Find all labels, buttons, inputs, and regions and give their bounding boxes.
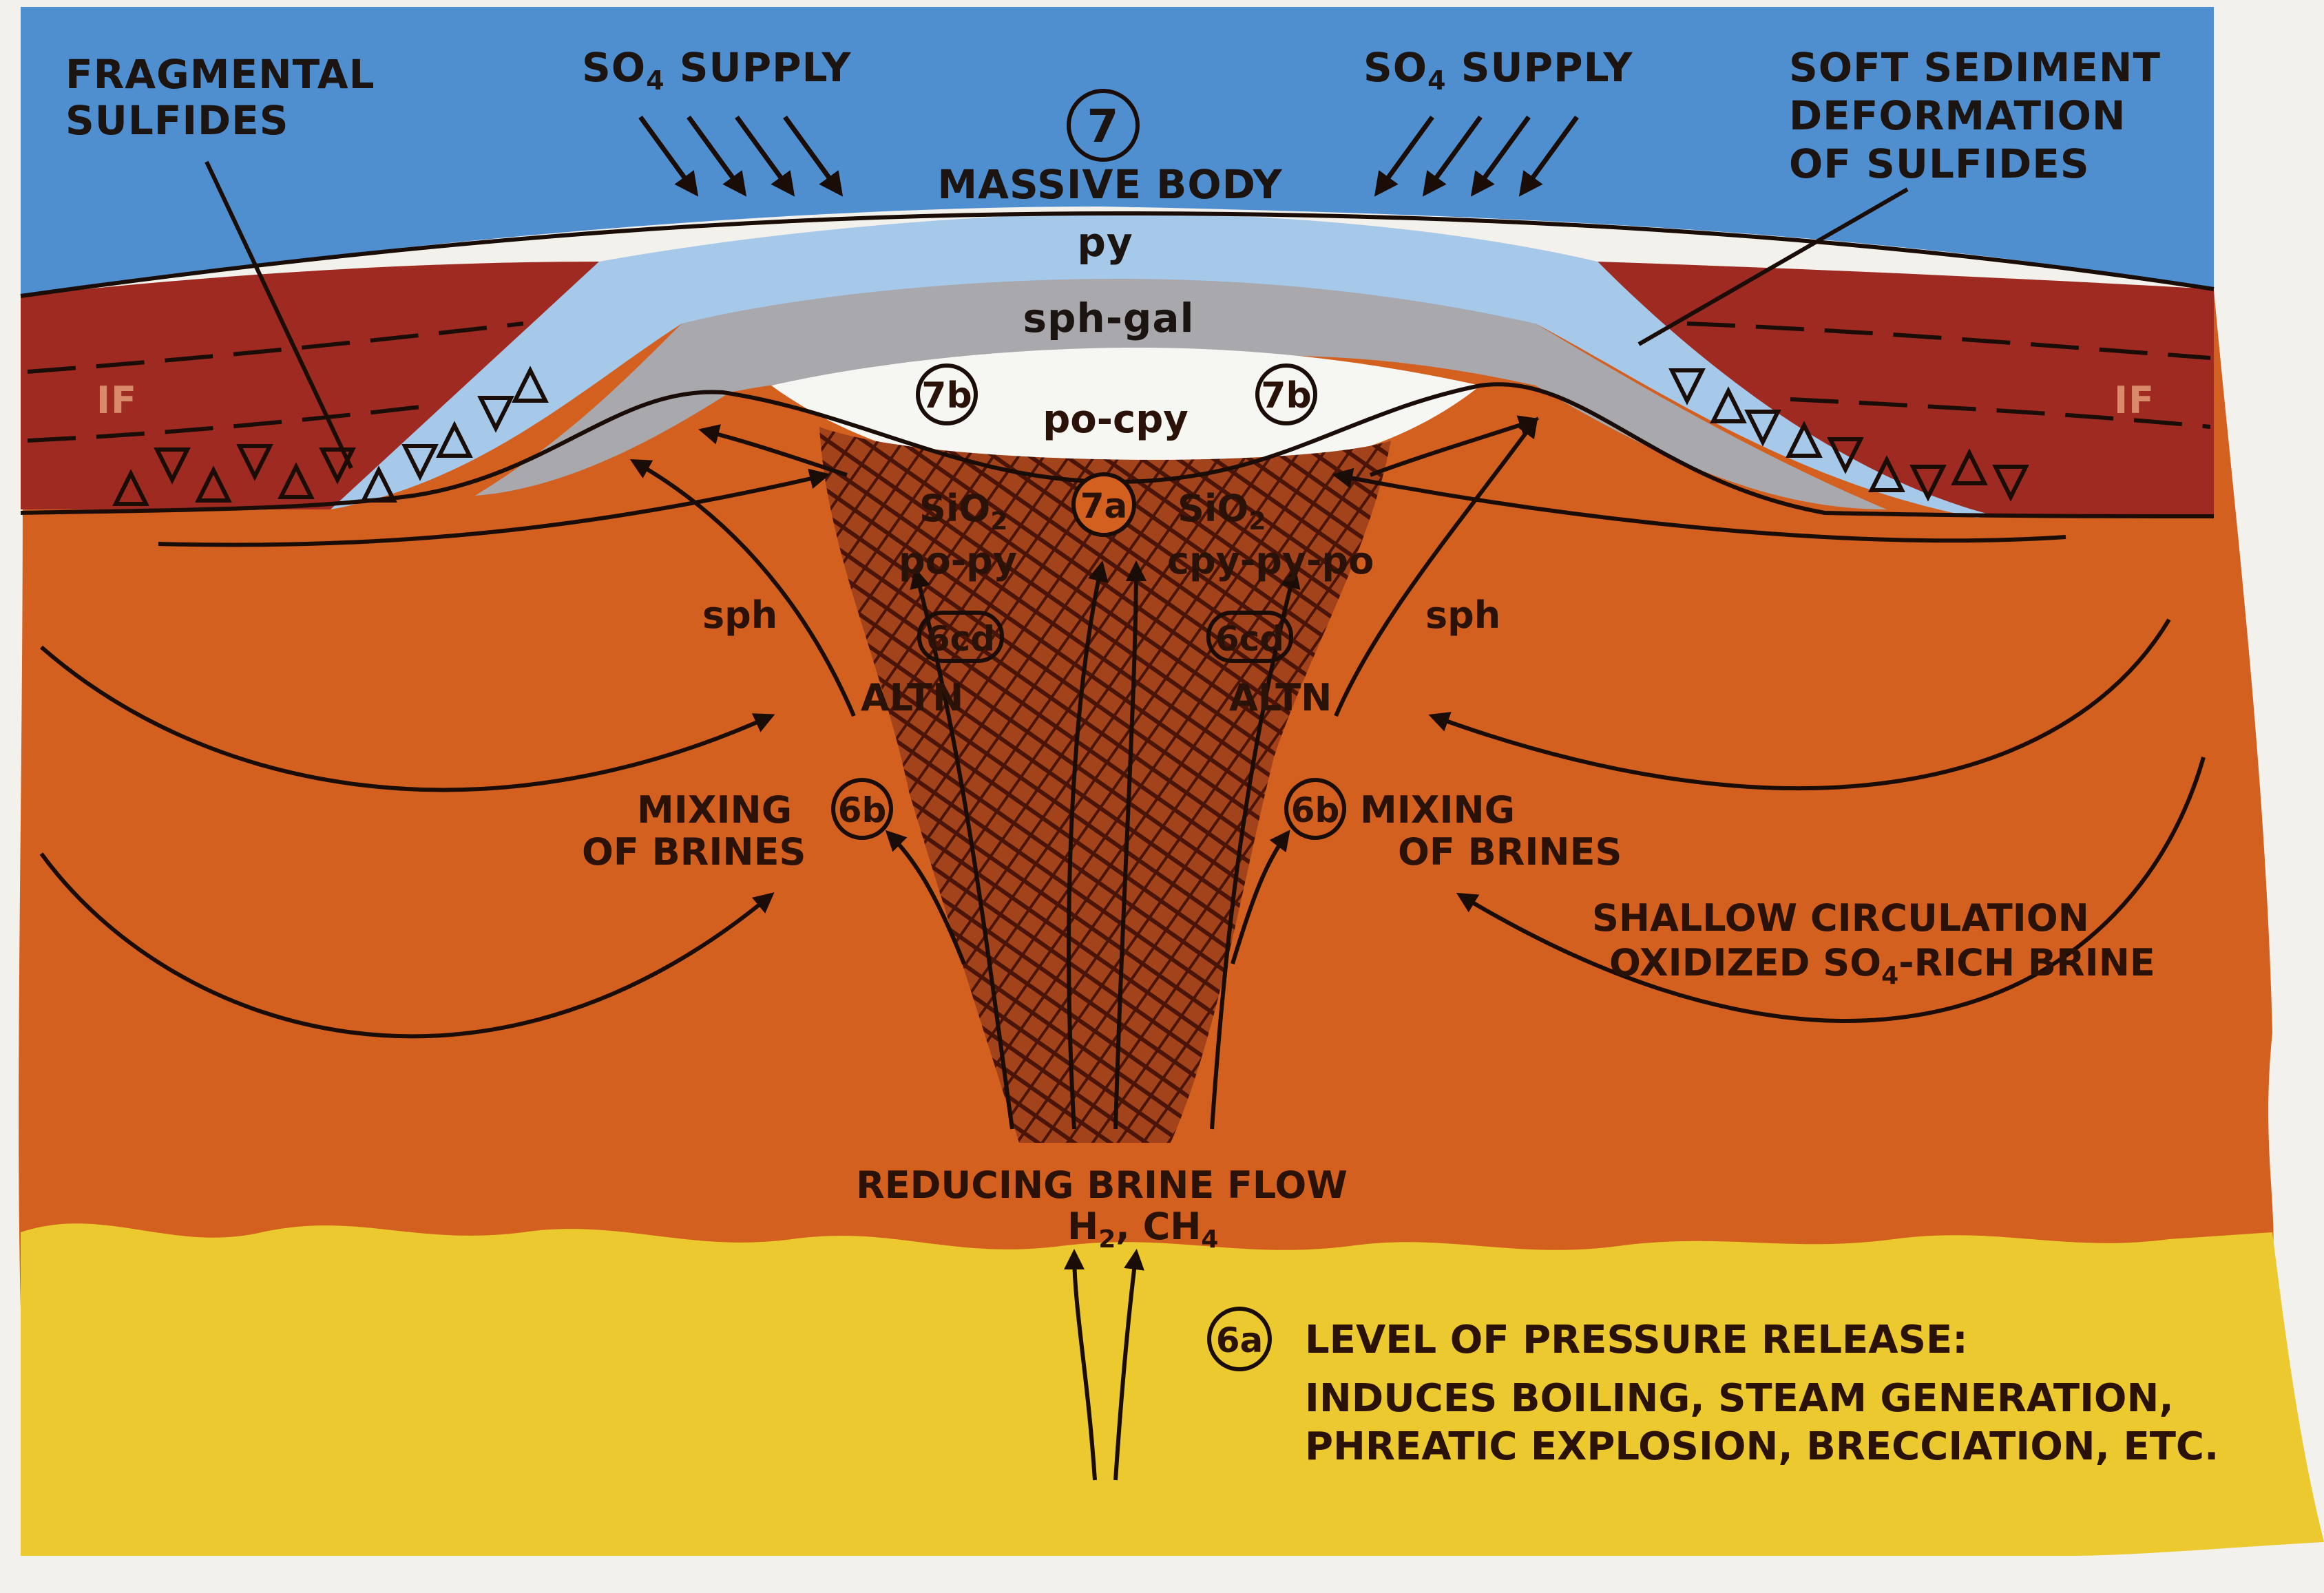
so4-supply-left-label: SO4 SUPPLY — [582, 44, 852, 96]
mixing-right-label: MIXING — [1360, 788, 1515, 832]
so4-supply-right-label: SO4 SUPPLY — [1363, 44, 1633, 96]
marker-6b-left-text: 6b — [838, 790, 887, 830]
mixing-left-label: MIXING — [637, 788, 792, 832]
fragmental-label-1: FRAGMENTAL — [65, 51, 375, 98]
soft-sediment-label-1: SOFT SEDIMENT — [1789, 44, 2161, 91]
altn-left-label: ALTN — [861, 676, 963, 719]
shallow-circulation-label-1: SHALLOW CIRCULATION — [1592, 896, 2089, 940]
of-brines-left-label: OF BRINES — [582, 830, 806, 874]
if-right-label: IF — [2114, 379, 2155, 422]
marker-7b-left-text: 7b — [921, 375, 972, 416]
marker-7a-text: 7a — [1080, 486, 1128, 526]
h2-ch4-label: H2, CH4 — [1067, 1205, 1218, 1254]
marker-6cd-left-text: 6cd — [926, 619, 995, 659]
cpy-py-po-label: cpy-py-po — [1167, 539, 1374, 582]
marker-6cd-right-text: 6cd — [1215, 619, 1284, 659]
fragmental-label-2: SULFIDES — [65, 97, 289, 144]
if-left-label: IF — [96, 379, 137, 422]
pressure-release-label-2: INDUCES BOILING, STEAM GENERATION, — [1305, 1376, 2174, 1421]
massive-body-number: 7 — [1087, 100, 1120, 153]
pressure-release-label-1: LEVEL OF PRESSURE RELEASE: — [1305, 1318, 1968, 1362]
marker-6a-text: 6a — [1216, 1320, 1264, 1360]
po-py-label: po-py — [899, 539, 1017, 582]
altn-right-label: ALTN — [1229, 676, 1332, 719]
po-cpy-label: po-cpy — [1043, 397, 1189, 442]
of-brines-right-label: OF BRINES — [1398, 830, 1622, 874]
soft-sediment-label-3: OF SULFIDES — [1789, 140, 2090, 187]
marker-6b-right-text: 6b — [1291, 790, 1340, 830]
soft-sediment-label-2: DEFORMATION — [1789, 92, 2126, 139]
massive-body-label: MASSIVE BODY — [937, 161, 1282, 208]
sph-right-label: sph — [1425, 593, 1500, 637]
marker-7b-right-text: 7b — [1261, 375, 1311, 416]
py-label: py — [1077, 219, 1133, 266]
sph-gal-label: sph-gal — [1023, 295, 1195, 341]
reducing-brine-flow-label: REDUCING BRINE FLOW — [856, 1163, 1348, 1207]
pressure-release-label-3: PHREATIC EXPLOSION, BRECCIATION, ETC. — [1305, 1424, 2219, 1469]
sph-left-label: sph — [702, 593, 777, 637]
